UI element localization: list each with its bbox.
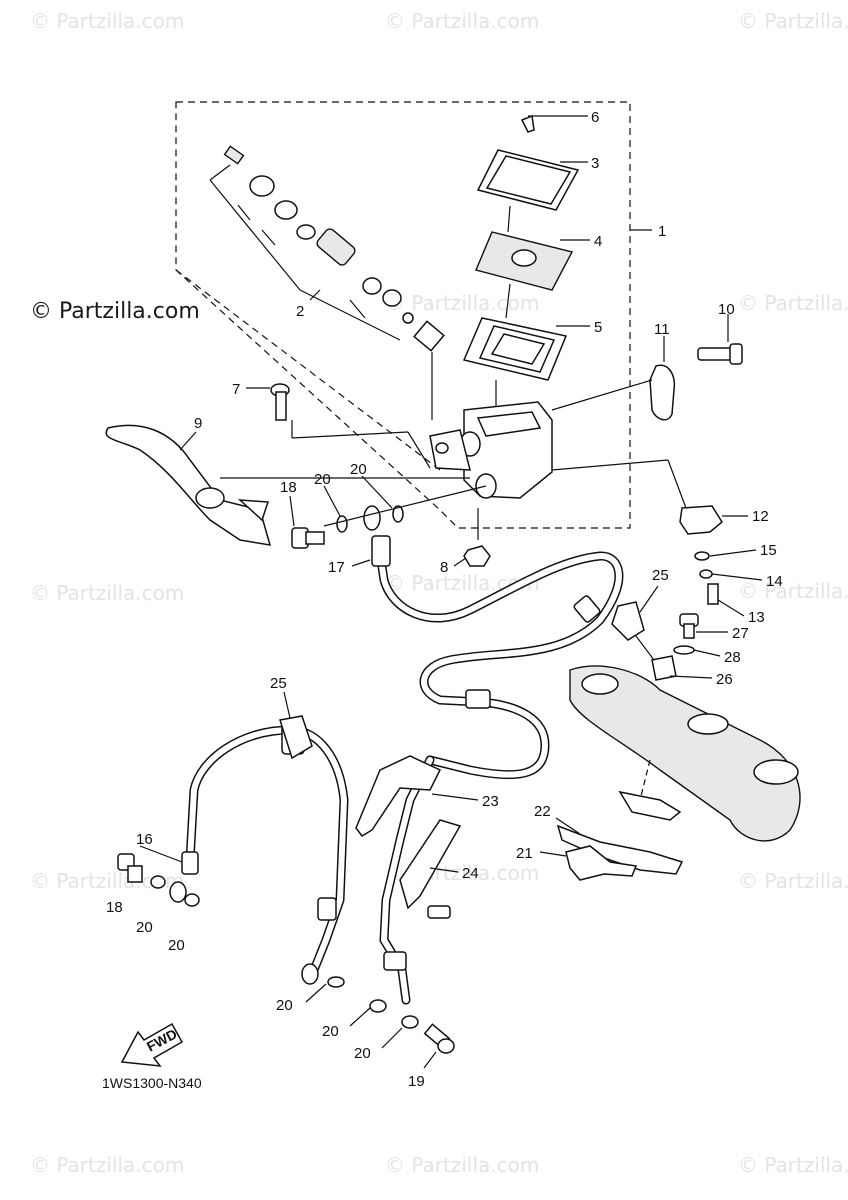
callout-12: 12 [752,508,769,525]
lever-pivot-bolt [270,383,431,469]
callout-17: 17 [328,559,345,576]
callout-24: 24 [462,865,479,882]
callout-leaders [139,115,763,1069]
brake-lever [105,424,272,546]
callout-9: 9 [194,415,202,432]
callout-18: 18 [280,479,297,496]
callout-14: 14 [766,573,783,590]
master-cylinder-holder [551,343,743,421]
callout-20: 20 [354,1045,371,1062]
brake-light-switch [551,459,723,605]
callout-22: 22 [534,803,551,820]
callout-labels: 6 3 4 5 1 2 7 9 10 11 12 15 14 13 17 18 … [106,109,783,1090]
callout-20: 20 [276,997,293,1014]
callout-27: 27 [732,625,749,642]
watermark: © Partzilla.com [738,291,848,315]
diagram-code: 1WS1300-N340 [102,1075,202,1091]
watermark-layer: © Partzilla.com © Partzilla.com © Partzi… [30,9,848,1177]
watermark: © Partzilla.com [385,1153,539,1177]
under-bracket [569,665,801,842]
callout-25: 25 [652,567,669,584]
watermark: © Partzilla.com [738,869,848,893]
callout-7: 7 [232,381,240,398]
watermark: © Partzilla.com [30,9,184,33]
callout-6: 6 [591,109,599,126]
hose-brackets-lower [556,790,684,881]
master-cylinder-body [429,401,553,499]
callout-15: 15 [760,542,777,559]
piston-kit [209,145,445,420]
callout-28: 28 [724,649,741,666]
callout-26: 26 [716,671,733,688]
hose-clamp-upper [611,601,677,681]
watermark: © Partzilla.com [738,579,848,603]
watermark: © Partzilla.com [30,1153,184,1177]
callout-13: 13 [748,609,765,626]
callout-20: 20 [322,1023,339,1040]
brake-hose-upper [371,535,624,780]
hose-clamp-lower [279,715,313,760]
callout-3: 3 [591,155,599,172]
watermark: © Partzilla.com [738,9,848,33]
callout-20: 20 [168,937,185,954]
partzilla-logo-text: © Partzilla.com [30,299,200,324]
watermark: © Partzilla.com [385,291,539,315]
banjo-bolts-lower [117,853,455,1054]
watermark: © Partzilla.com [385,9,539,33]
callout-2: 2 [296,303,304,320]
callout-11: 11 [654,321,670,338]
brake-hose-lower [169,721,462,1005]
watermark: © Partzilla.com [738,1153,848,1177]
callout-8: 8 [440,559,448,576]
callout-1: 1 [658,223,666,240]
callout-4: 4 [594,233,602,250]
bracket-bolt [673,613,699,655]
reservoir-cover-parts [462,114,580,410]
callout-23: 23 [482,793,499,810]
callout-5: 5 [594,319,602,336]
callout-20: 20 [350,461,367,478]
callout-19: 19 [408,1073,425,1090]
forward-arrow: FWD [120,1022,184,1067]
watermark: © Partzilla.com [30,581,184,605]
callout-21: 21 [516,845,533,862]
callout-20: 20 [136,919,153,936]
callout-25: 25 [270,675,287,692]
callout-20: 20 [314,471,331,488]
callout-16: 16 [136,831,153,848]
banjo-bolt-upper [291,485,487,549]
assembly-dashed-line [175,269,441,471]
callout-10: 10 [718,301,735,318]
callout-18: 18 [106,899,123,916]
mounting-nut [463,545,491,567]
